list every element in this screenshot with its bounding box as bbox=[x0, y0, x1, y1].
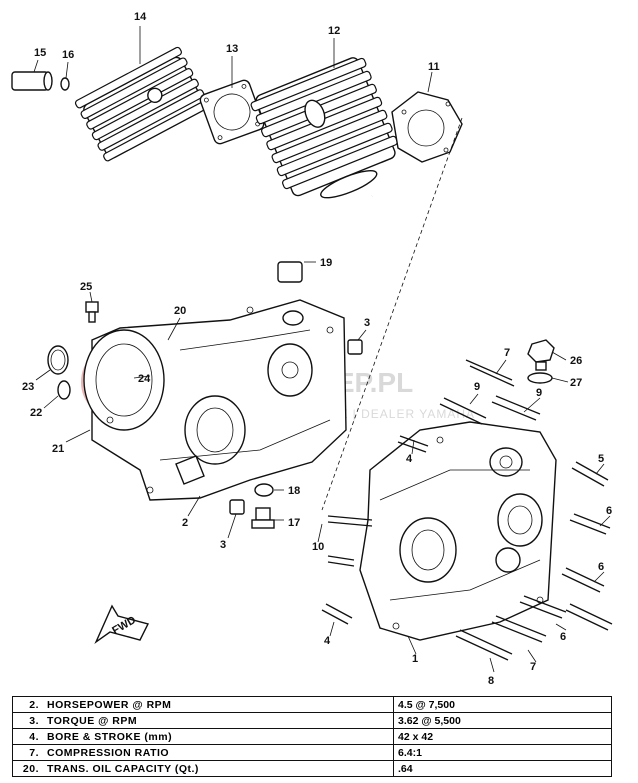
right-crankcase-part bbox=[359, 421, 557, 641]
callout-13: 13 bbox=[226, 43, 238, 55]
spec-label: HORSEPOWER @ RPM bbox=[47, 698, 172, 711]
callout-7b: 7 bbox=[530, 661, 536, 673]
spec-label: COMPRESSION RATIO bbox=[47, 746, 170, 759]
callout-27: 27 bbox=[570, 377, 582, 389]
callout-7a: 7 bbox=[504, 347, 510, 359]
callout-5: 5 bbox=[598, 453, 604, 465]
spec-value: 6.4:1 bbox=[393, 744, 612, 761]
callout-9a: 9 bbox=[474, 381, 480, 393]
spec-value: 42 x 42 bbox=[393, 728, 612, 745]
callout-24: 24 bbox=[138, 373, 151, 385]
spec-num: 20. bbox=[22, 762, 39, 775]
spec-label: TORQUE @ RPM bbox=[47, 714, 138, 727]
callout-1: 1 bbox=[412, 653, 418, 665]
callout-16: 16 bbox=[62, 49, 74, 61]
callout-19: 19 bbox=[320, 257, 332, 269]
alignment-line bbox=[321, 117, 463, 511]
spec-label: BORE & STROKE (mm) bbox=[47, 730, 173, 743]
spec-row: 4. BORE & STROKE (mm) 42 x 42 bbox=[12, 728, 612, 745]
callout-3b: 3 bbox=[220, 539, 226, 551]
piston-pin-part bbox=[11, 71, 53, 91]
callout-21: 21 bbox=[52, 443, 64, 455]
spec-row: 7. COMPRESSION RATIO 6.4:1 bbox=[12, 744, 612, 761]
callout-2: 2 bbox=[182, 517, 188, 529]
callout-26: 26 bbox=[570, 355, 582, 367]
spec-value: .64 bbox=[393, 760, 612, 777]
callout-15: 15 bbox=[34, 47, 46, 59]
callout-6c: 6 bbox=[560, 631, 566, 643]
spec-table: 2. HORSEPOWER @ RPM 4.5 @ 7,500 3. TORQUE … bbox=[12, 696, 612, 777]
washer-18-part bbox=[254, 483, 274, 497]
plug-26-part bbox=[527, 339, 555, 371]
callout-10: 10 bbox=[312, 541, 324, 553]
cylinder-head-part bbox=[74, 46, 211, 162]
leader-lines bbox=[33, 26, 611, 673]
oring-23-part bbox=[47, 345, 69, 375]
spec-label-cell: 7. COMPRESSION RATIO bbox=[12, 744, 394, 761]
callout-23: 23 bbox=[22, 381, 34, 393]
spec-row: 20. TRANS. OIL CAPACITY (Qt.) .64 bbox=[12, 760, 612, 777]
spec-label-cell: 2. HORSEPOWER @ RPM bbox=[12, 696, 394, 713]
spec-value: 3.62 @ 5,500 bbox=[393, 712, 612, 729]
spec-num: 2. bbox=[29, 698, 39, 711]
spec-row: 2. HORSEPOWER @ RPM 4.5 @ 7,500 bbox=[12, 696, 612, 713]
callout-20: 20 bbox=[174, 305, 186, 317]
spec-label-cell: 4. BORE & STROKE (mm) bbox=[12, 728, 394, 745]
fwd-arrow: FWD bbox=[94, 604, 150, 645]
callout-4a: 4 bbox=[406, 453, 413, 465]
spec-num: 7. bbox=[29, 746, 39, 759]
callout-25: 25 bbox=[80, 281, 92, 293]
spec-value: 4.5 @ 7,500 bbox=[393, 696, 612, 713]
spec-label-cell: 20. TRANS. OIL CAPACITY (Qt.) bbox=[12, 760, 394, 777]
spec-label: TRANS. OIL CAPACITY (Qt.) bbox=[47, 762, 199, 775]
callout-6b: 6 bbox=[598, 561, 604, 573]
callout-numbers: 15 16 14 13 12 11 19 25 20 23 22 21 24 3… bbox=[22, 11, 612, 687]
head-gasket-part bbox=[199, 79, 265, 145]
callout-9b: 9 bbox=[536, 387, 542, 399]
callout-3a: 3 bbox=[364, 317, 370, 329]
callout-12: 12 bbox=[328, 25, 340, 37]
washer-22-part bbox=[57, 380, 71, 400]
spec-row: 3. TORQUE @ RPM 3.62 @ 5,500 bbox=[12, 712, 612, 729]
washer-27-part bbox=[527, 372, 553, 384]
callout-14: 14 bbox=[134, 11, 147, 23]
cylinder-part bbox=[250, 57, 398, 199]
circlip-part bbox=[60, 77, 70, 91]
callout-8: 8 bbox=[488, 675, 494, 687]
left-crankcase-part bbox=[83, 299, 347, 501]
dowel-3a-part bbox=[347, 339, 363, 355]
spec-num: 3. bbox=[29, 714, 39, 727]
dowel-3b-part bbox=[229, 499, 245, 515]
callout-11: 11 bbox=[428, 61, 440, 73]
callout-18: 18 bbox=[288, 485, 300, 497]
exploded-engine-diagram: YAMASKLEP.PL Z | DEALER YAMAHA bbox=[11, 11, 613, 687]
callout-4b: 4 bbox=[324, 635, 331, 647]
callout-6a: 6 bbox=[606, 505, 612, 517]
drain-plug-17-part bbox=[251, 507, 275, 529]
oil-tube-part bbox=[277, 194, 373, 283]
callout-17: 17 bbox=[288, 517, 300, 529]
callout-22: 22 bbox=[30, 407, 42, 419]
base-gasket-part bbox=[391, 91, 463, 163]
watermark-sub: Z | DEALER YAMAHA bbox=[340, 407, 475, 421]
spec-label-cell: 3. TORQUE @ RPM bbox=[12, 712, 394, 729]
bolt-25-part bbox=[85, 301, 99, 323]
crankcase-bolts bbox=[321, 359, 613, 661]
spec-num: 4. bbox=[29, 730, 39, 743]
